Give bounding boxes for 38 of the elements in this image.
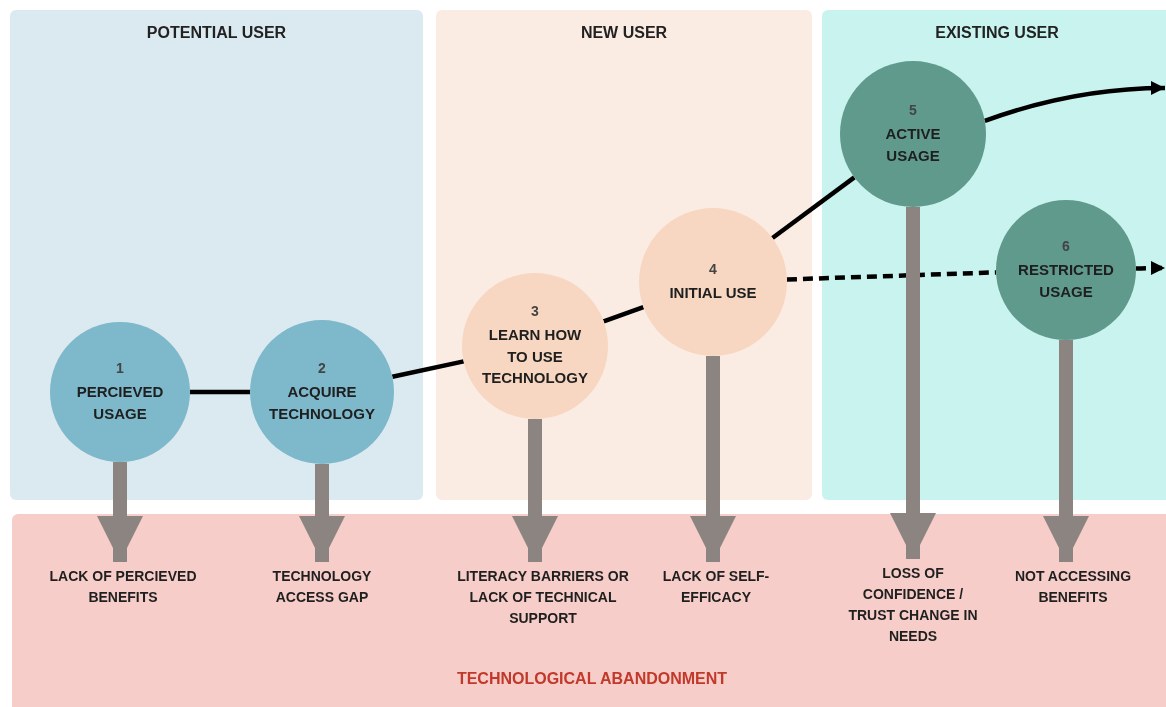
stage-number: 3 <box>531 302 539 319</box>
stage-number: 1 <box>116 359 124 376</box>
stage-panel <box>10 10 423 500</box>
drop-arrow <box>299 464 345 562</box>
panel-heading: NEW USER <box>580 24 668 42</box>
stage-number: 2 <box>318 359 326 376</box>
stage-number: 5 <box>909 101 917 118</box>
barrier-text: NOT ACCESSING BENEFITS <box>1003 566 1143 608</box>
stage-panel <box>822 10 1166 500</box>
stage-label: PERCIEVED USAGE <box>75 381 165 424</box>
connector-line <box>391 359 465 379</box>
stage-panel <box>436 10 812 500</box>
stage-label: LEARN HOW TO USE TECHNOLOGY <box>481 324 589 389</box>
stage-label: ACTIVE USAGE <box>884 123 942 166</box>
drop-arrow <box>512 419 558 562</box>
arrow <box>1135 261 1165 275</box>
barrier-text: LACK OF PERCIEVED BENEFITS <box>43 566 203 608</box>
stage-label: RESTRICTED USAGE <box>1017 259 1115 302</box>
drop-arrow <box>690 356 736 562</box>
stage-label: ACQUIRE TECHNOLOGY <box>268 381 376 424</box>
stage-number: 4 <box>709 260 717 277</box>
panel-heading: TECHNOLOGICAL ABANDONMENT <box>456 670 728 688</box>
stage-label: INITIAL USE <box>669 282 757 303</box>
arrow <box>984 81 1166 123</box>
connector-line <box>786 270 997 282</box>
abandonment-panel <box>12 514 1166 707</box>
panel-heading: EXISTING USER <box>935 24 1059 42</box>
barrier-text: LOSS OF CONFIDENCE / TRUST CHANGE IN NEEDS <box>838 563 988 647</box>
barrier-text: TECHNOLOGY ACCESS GAP <box>242 566 402 608</box>
panel-heading: POTENTIAL USER <box>146 24 287 42</box>
drop-arrow <box>890 207 936 559</box>
barrier-text: LITERACY BARRIERS OR LACK OF TECHNICAL SUPPORT <box>455 566 631 629</box>
connector-line <box>190 389 250 395</box>
drop-arrow <box>1043 340 1089 562</box>
drop-arrow <box>97 462 143 562</box>
connector-line <box>602 304 645 324</box>
stage-number: 6 <box>1062 237 1070 254</box>
barrier-text: LACK OF SELF-EFFICACY <box>636 566 796 608</box>
